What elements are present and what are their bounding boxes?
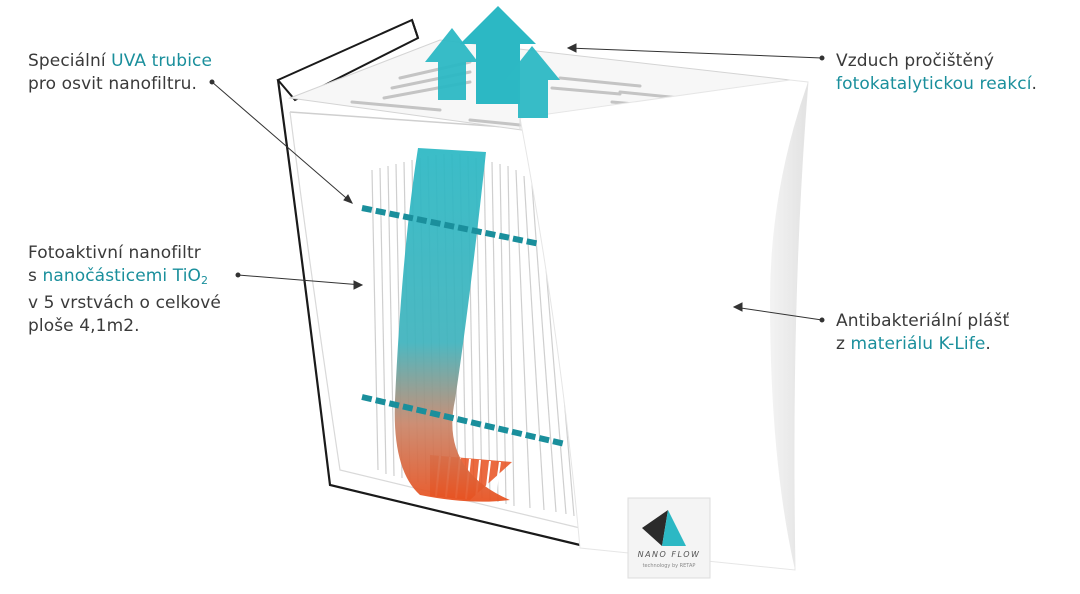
callout-air-highlight: fotokatalytickou reakcí [836, 74, 1032, 94]
callout-filter-highlight: nanočásticemi TiO [42, 266, 202, 286]
front-shell [519, 79, 809, 571]
callout-filter-line1: Fotoaktivní nanofiltr [28, 243, 201, 263]
callout-shell-post: . [985, 334, 991, 354]
unit-frame [276, 18, 581, 547]
callout-shell-line1: Antibakteriální plášť [836, 311, 1010, 331]
callout-filter-line4: ploše 4,1m2. [28, 316, 140, 336]
callout-filter-subscript: 2 [201, 274, 209, 287]
callout-air-line1: Vzduch pročištěný [836, 51, 995, 71]
callout-filter-line3: v 5 vrstvách o celkové [28, 293, 221, 313]
logo-tagline: technology by RETAP [642, 563, 696, 569]
outflow-arrows [425, 6, 560, 118]
callout-filter-line2-pre: s [28, 266, 43, 286]
callout-uva-highlight: UVA trubice [111, 51, 213, 71]
callout-antibacterial-shell: Antibakteriální plášť z materiálu K-Life… [836, 310, 1009, 356]
nano-flow-triangle-icon [642, 510, 686, 546]
logo-plate [627, 497, 711, 579]
callout-uva-line2: pro osvit nanofiltru. [28, 74, 198, 94]
callout-purified-air: Vzduch pročištěný fotokatalytickou reakc… [836, 50, 1037, 96]
uva-tubes [361, 205, 566, 447]
callout-shell-pre: z [836, 334, 851, 354]
callout-nanofilter: Fotoaktivní nanofiltr s nanočásticemi Ti… [28, 242, 221, 338]
logo-brand: NANO FLOW [637, 550, 701, 559]
callout-shell-highlight: materiálu K-Life [850, 334, 986, 354]
callout-uva-tubes: Speciální UVA trubice pro osvit nanofilt… [28, 50, 212, 96]
callout-air-post: . [1031, 74, 1038, 94]
callout-leaders [209, 43, 825, 323]
callout-uva-pre: Speciální [28, 51, 112, 71]
